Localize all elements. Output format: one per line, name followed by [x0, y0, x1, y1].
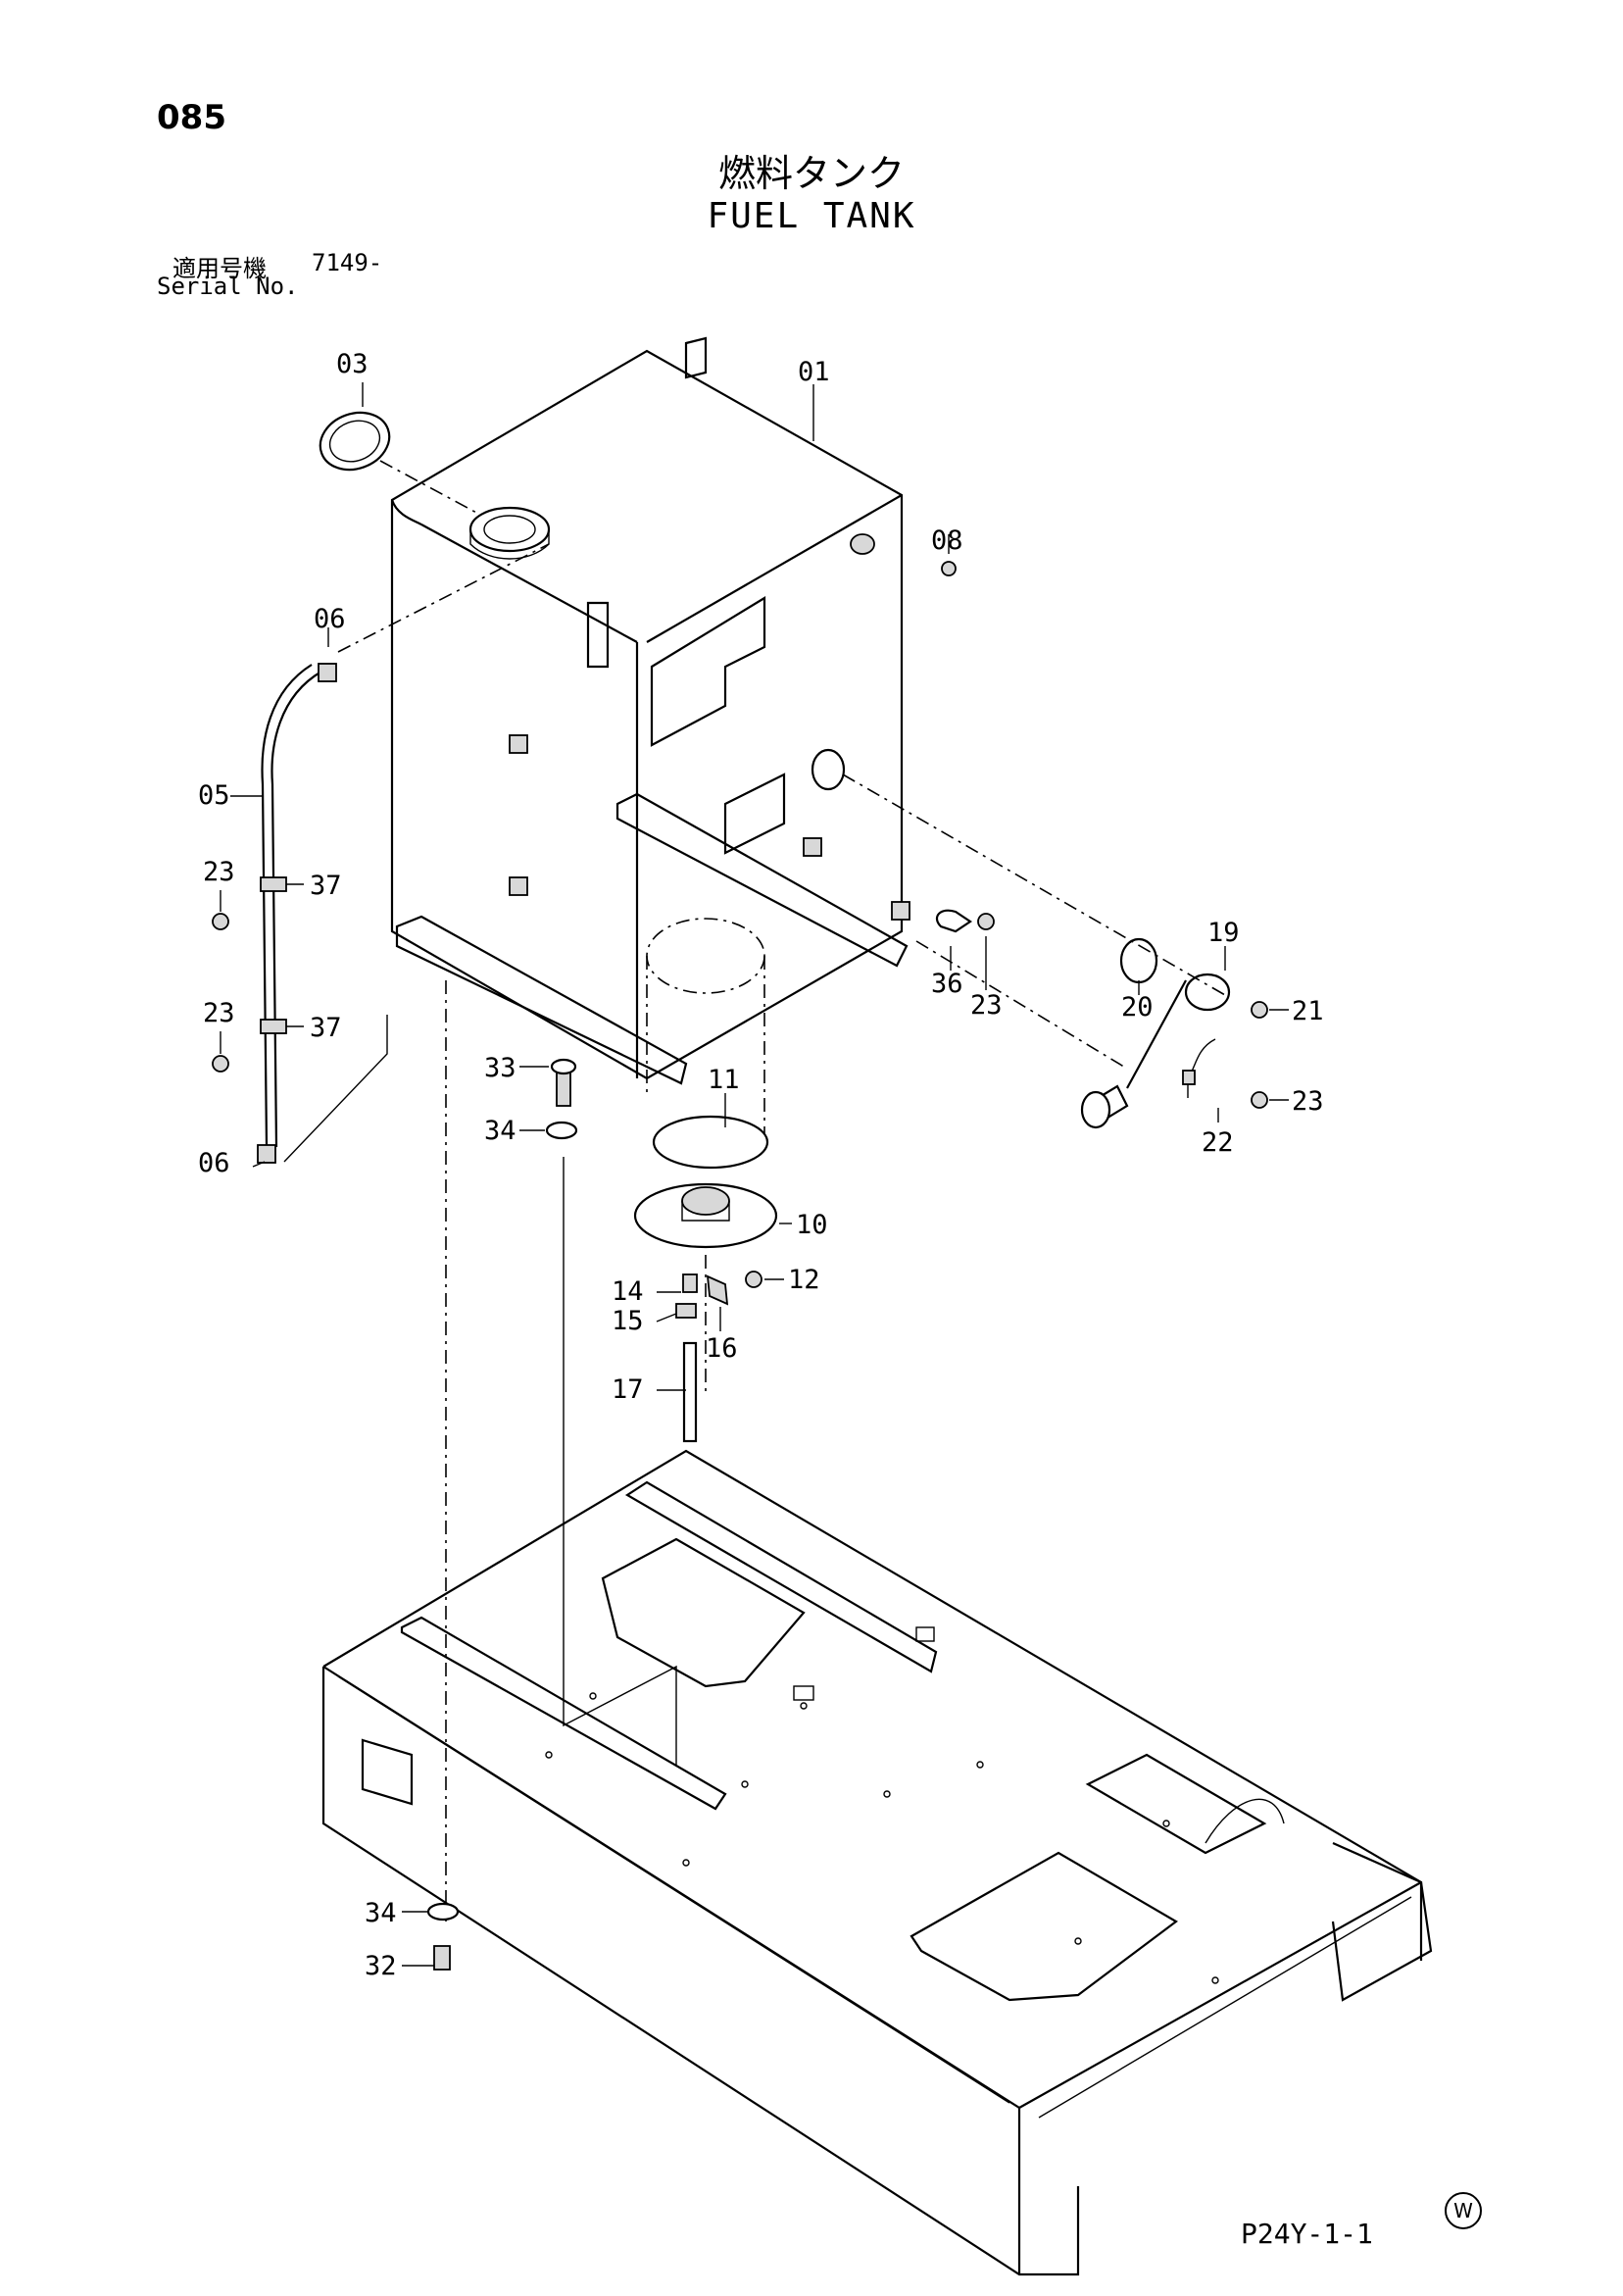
- callout-label: 37: [310, 871, 342, 901]
- corner-mark-w: W: [1445, 2192, 1482, 2229]
- callout-label: 23: [203, 857, 235, 887]
- callout-label: 37: [310, 1013, 342, 1043]
- callout-label: 22: [1202, 1127, 1234, 1158]
- fuel-sensor-assembly: [842, 774, 1231, 1129]
- fuel-pump-assembly: [445, 980, 778, 1922]
- callout-label: 23: [1292, 1086, 1324, 1117]
- frame-base: [321, 1449, 1433, 2276]
- callout-label: 03: [336, 349, 369, 379]
- serial-label-english: Serial No.: [157, 273, 299, 300]
- callout-label: 08: [931, 525, 963, 556]
- callout-label: 33: [484, 1053, 516, 1083]
- callout-label: 12: [788, 1265, 820, 1295]
- callout-label: 05: [198, 780, 230, 811]
- callout-label: 06: [198, 1148, 230, 1178]
- part-03-seal-ring: [319, 411, 481, 516]
- serial-label-japanese: 適用号機: [172, 255, 267, 282]
- callout-label: 06: [314, 604, 346, 634]
- callout-label: 17: [612, 1374, 644, 1405]
- callout-label: 19: [1207, 918, 1240, 948]
- callout-leaders: [220, 382, 1289, 1967]
- serial-number-value: 7149-: [312, 249, 383, 276]
- page-title-english: FUEL TANK: [707, 196, 916, 236]
- callout-label: 15: [612, 1306, 644, 1336]
- callout-label: 23: [203, 998, 235, 1028]
- callout-labels: 01 03 05 06 06 08 10 11 12 14 15 16 17 1…: [198, 349, 1324, 1981]
- part-05-breather-pipe: [257, 543, 550, 1164]
- callout-label: 11: [708, 1065, 740, 1095]
- fuel-tank-body: [390, 336, 910, 1152]
- callout-label: 16: [706, 1333, 738, 1364]
- callout-label: 21: [1292, 996, 1324, 1026]
- callout-label: 32: [365, 1951, 397, 1981]
- callout-label: 20: [1121, 992, 1154, 1023]
- callout-label: 36: [931, 969, 963, 999]
- drawing-code: P24Y-1-1: [1241, 2218, 1373, 2250]
- callout-label: 34: [484, 1116, 516, 1146]
- page-title-japanese: 燃料タンク: [717, 152, 905, 195]
- callout-label: 01: [798, 357, 830, 387]
- callout-label: 34: [365, 1898, 397, 1928]
- hardware: [212, 561, 1268, 1971]
- callout-label: 23: [970, 990, 1003, 1021]
- page-number: 085: [157, 98, 226, 137]
- callout-label: 14: [612, 1276, 644, 1307]
- callout-label: 10: [796, 1210, 828, 1240]
